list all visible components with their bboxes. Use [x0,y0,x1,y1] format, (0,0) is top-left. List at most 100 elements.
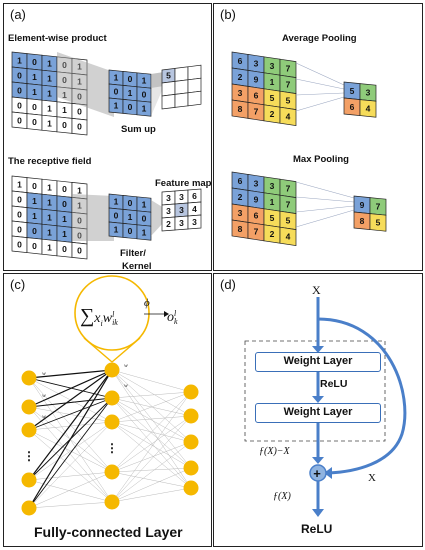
max-output-grid-cell [369,213,387,232]
receptive-field-title: The receptive field [8,156,92,167]
result-grid-cell [174,92,189,108]
avg-input-grid-value: 1 [270,77,275,87]
fc-connection [111,441,192,503]
avg-input-grid-value: 5 [270,93,275,103]
fc-node [104,390,120,406]
feature-grid-value: 6 [192,191,197,201]
formula-x: x [94,311,101,326]
fc-connection [28,421,113,481]
max-input-grid-value: 3 [254,179,259,189]
input-x-label: X [312,283,321,297]
receptive-input-grid-cell [71,242,88,260]
formula-o-sup: l [174,309,177,318]
receptive-input-grid-value: 0 [77,246,82,256]
avg-input-grid-value: 3 [254,59,259,69]
weight-label: w [42,393,46,399]
fc-node [183,408,199,424]
receptive-input-grid-value: 0 [17,194,22,204]
max-connector [295,181,355,199]
receptive-input-grid-value: 0 [62,199,67,209]
avg-connector [295,96,345,112]
avg-connector [295,92,345,96]
fc-node [183,384,199,400]
input-grid-value: 0 [77,107,82,117]
avg-input-grid-value: 3 [238,88,243,98]
avg-connector [295,62,345,86]
output-arrowhead [312,509,324,517]
fc-connection [28,471,113,509]
max-input-grid-value: 6 [238,176,243,186]
panel-d: (d) X Weight Layer ReLU Weight Layer ƒ(X… [213,273,423,547]
main-arrowhead [312,346,324,353]
result-grid-cell [174,66,189,82]
avg-input-grid-value: 6 [254,91,259,101]
result-grid-cell [187,90,202,107]
input-grid-value: 1 [77,77,82,87]
max-input-grid-value: 8 [238,224,243,234]
plus-symbol: + [313,466,321,481]
avg-output-grid-value: 6 [350,102,355,112]
input-grid-value: 0 [17,70,22,80]
fc-node [21,500,37,516]
weight-label: w [42,414,46,420]
max-input-grid-value: 2 [238,192,243,202]
avg-input-grid-value: 2 [238,72,243,82]
receptive-kernel-grid-value: 0 [114,211,119,221]
fc-node [183,480,199,496]
avg-input-grid-value: 5 [286,95,291,105]
max-output-grid-value: 8 [360,216,365,226]
avg-input-grid-value: 2 [270,109,275,119]
avg-input-grid-value: 6 [238,56,243,66]
avg-input-grid-value: 7 [286,79,291,89]
formula-sum: ∑ [80,305,95,327]
fc-highlight-connection [28,397,113,509]
fc-connection [111,421,192,489]
skip-connection [317,317,407,475]
receptive-input-grid-value: 1 [62,229,67,239]
avg-output-grid-value: 4 [366,103,371,113]
panel-c-label: (c) [10,277,26,292]
receptive-input-grid-value: 0 [17,239,22,249]
max-connector [295,205,355,213]
input-grid-value: 0 [32,102,37,112]
fc-connection [111,415,192,503]
input-grid-value: 1 [32,72,37,82]
result-grid-value: 5 [166,71,171,81]
weight-label: w [42,371,46,377]
receptive-kernel-grid-value: 0 [128,226,133,236]
max-output-grid-value: 9 [360,200,365,210]
fc-connection [111,397,192,443]
projection-band [151,72,164,116]
avg-output-grid-value: 5 [350,86,355,96]
fc-connection [111,369,192,393]
fc-connection [111,391,192,503]
input-grid-value: 1 [47,119,52,129]
fc-connection [111,369,192,417]
input-grid-value: 0 [62,120,67,130]
avg-connector [295,78,345,90]
weight-layer-2: Weight Layer [255,403,381,423]
main-arrowhead [312,457,324,464]
input-grid-value: 1 [62,90,67,100]
fc-connection [111,421,192,469]
fc-node [104,464,120,480]
receptive-input-grid-value: 0 [32,241,37,251]
formula-arrowhead [164,311,169,317]
receptive-input-grid-value: 0 [77,216,82,226]
fc-connection [111,467,192,473]
fx-label: ƒ(X) [273,491,291,502]
receptive-kernel-grid-value: 1 [142,228,147,238]
receptive-input-grid-value: 0 [62,184,67,194]
max-input-grid-value: 1 [270,197,275,207]
fc-node [104,362,120,378]
fc-connection [111,487,192,503]
kernel-grid-value: 0 [114,87,119,97]
fc-connection [111,391,192,399]
input-grid-value: 0 [32,57,37,67]
avg-input-grid-value: 7 [254,107,259,117]
input-grid-value: 0 [17,100,22,110]
fc-highlight-connection [28,397,113,481]
receptive-input-grid-value: 1 [32,196,37,206]
